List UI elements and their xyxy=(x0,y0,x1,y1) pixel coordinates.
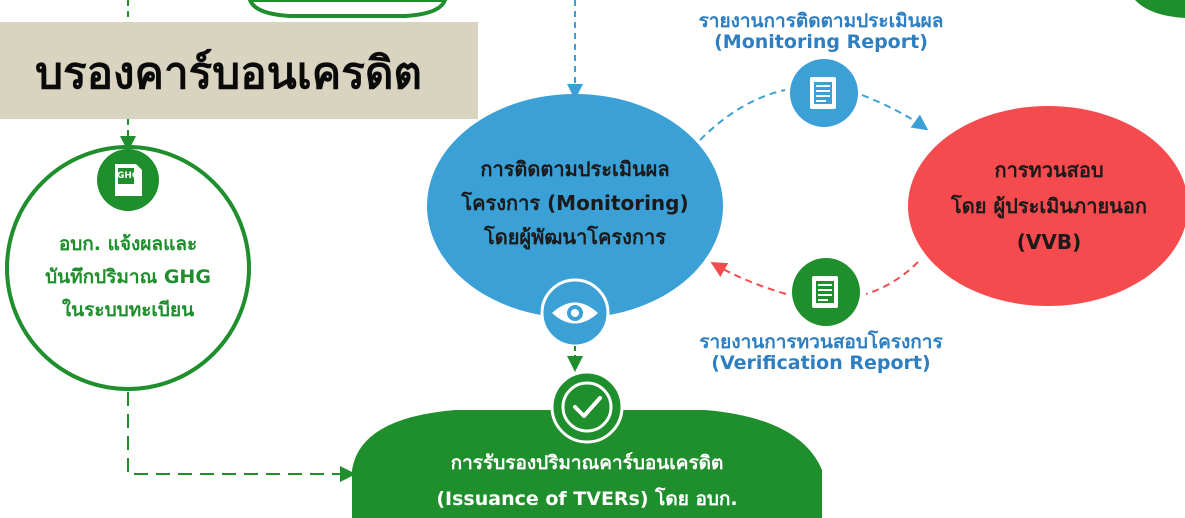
verification-report-document-icon xyxy=(792,258,860,326)
top-right-green-shape-partial xyxy=(1135,0,1185,18)
report-to-verification-arc xyxy=(861,94,929,131)
banner-title: บรองคาร์บอนเครดิต xyxy=(35,48,422,99)
issuance-line1: การรับรองปริมาณคาร์บอนเครดิต xyxy=(450,452,724,474)
ghg-icon-label: GHG xyxy=(117,171,140,181)
ghg-document-icon xyxy=(97,149,159,211)
verification-label: การทวนสอบ โดย ผู้ประเมินภายนอก (VVB) xyxy=(915,152,1183,260)
report-to-monitoring-arc xyxy=(710,261,787,295)
tgo-record-line1: อบก. แจ้งผลและ xyxy=(58,233,198,255)
monitoring-report-line2: (Monitoring Report) xyxy=(714,31,928,53)
tgo-record-line2: บันทึกปริมาณ GHG xyxy=(45,266,211,288)
verification-report-line1: รายงานการทวนสอบโครงการ xyxy=(699,331,943,353)
monitoring-to-report-arc xyxy=(699,89,786,141)
issuance-line2: (Issuance of TVERs) โดย อบก. xyxy=(436,488,738,510)
monitoring-circle xyxy=(427,94,723,318)
verification-report-caption: รายงานการทวนสอบโครงการ (Verification Rep… xyxy=(626,332,1016,374)
title-banner: บรองคาร์บอนเครดิต xyxy=(0,22,478,119)
monitoring-line1: การติดตามประเมินผล xyxy=(480,157,670,181)
tgo-record-line3: ในระบบทะเบียน xyxy=(61,299,195,321)
tgo-record-label: อบก. แจ้งผลและ บันทึกปริมาณ GHG ในระบบทะ… xyxy=(8,228,248,327)
verification-report-line2: (Verification Report) xyxy=(711,352,931,374)
monitoring-label: การติดตามประเมินผล โครงการ (Monitoring) … xyxy=(435,152,715,254)
ghg-record-circle xyxy=(5,145,251,391)
eye-icon xyxy=(540,278,610,348)
verification-to-report-arc xyxy=(865,261,919,295)
issuance-label: การรับรองปริมาณคาร์บอนเครดิต (Issuance o… xyxy=(352,445,822,517)
issuance-shape xyxy=(352,410,822,518)
ghg-to-issuance-connector xyxy=(127,392,356,482)
monitoring-report-caption: รายงานการติดตามประเมินผล (Monitoring Rep… xyxy=(626,11,1016,53)
monitoring-line3: โดยผู้พัฒนาโครงการ xyxy=(483,225,667,249)
verification-line2: โดย ผู้ประเมินภายนอก xyxy=(951,194,1147,218)
check-icon xyxy=(550,370,624,444)
verification-line1: การทวนสอบ xyxy=(994,158,1104,182)
monitoring-report-document-icon xyxy=(790,59,858,127)
monitoring-line2: โครงการ (Monitoring) xyxy=(461,191,689,215)
top-green-shape-partial xyxy=(247,0,448,18)
verification-line3: (VVB) xyxy=(1016,230,1082,254)
verification-circle xyxy=(908,106,1185,306)
monitoring-report-line1: รายงานการติดตามประเมินผล xyxy=(698,10,944,32)
